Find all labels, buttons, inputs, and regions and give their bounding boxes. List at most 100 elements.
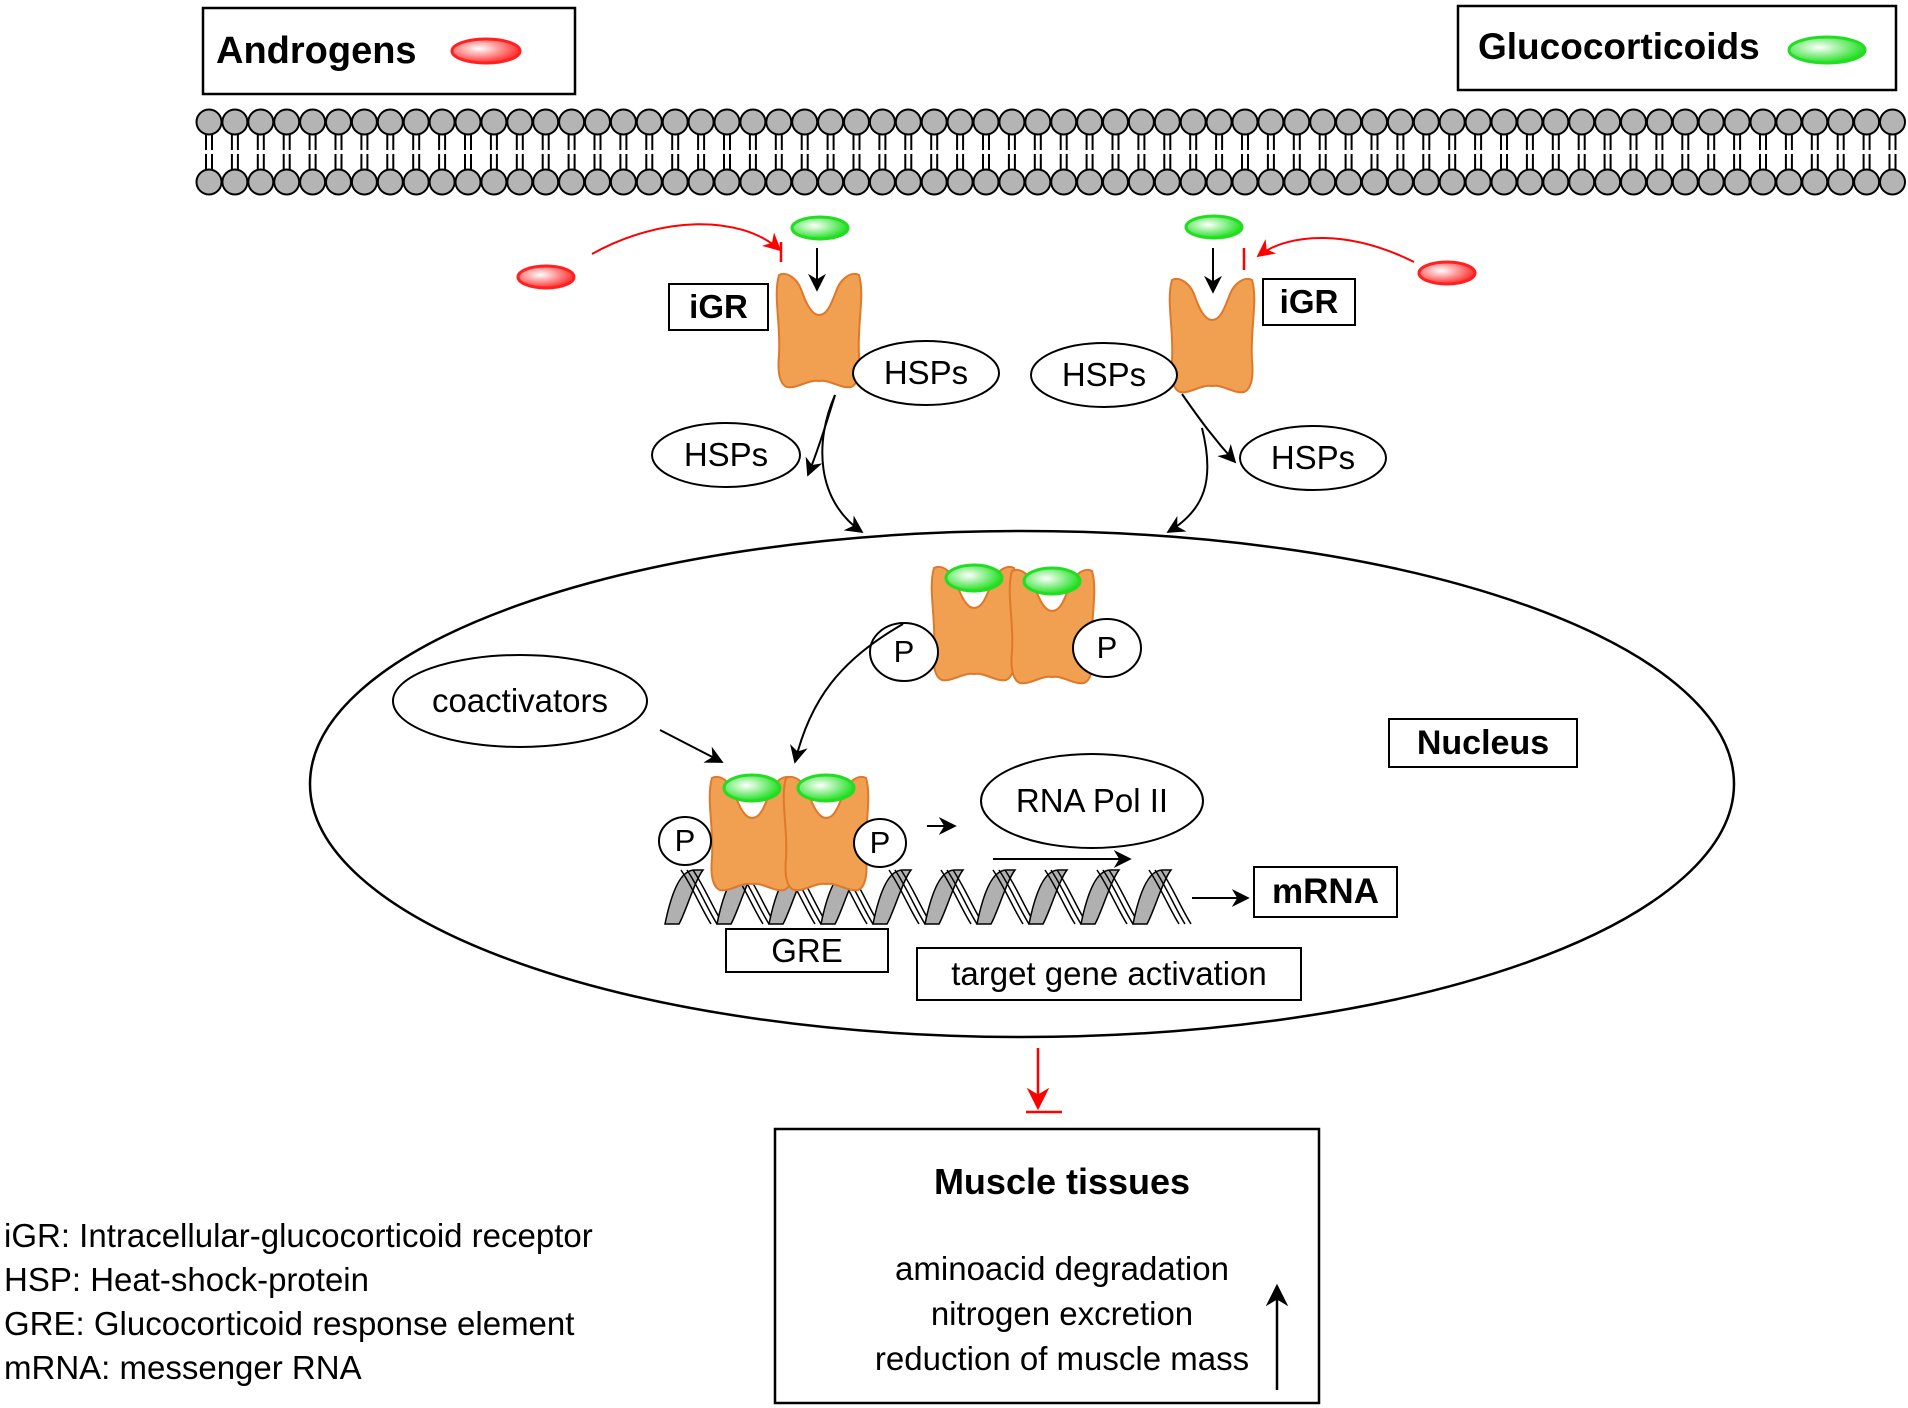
- lipid-head: [946, 168, 974, 196]
- muscle-effect: nitrogen excretion: [930, 1295, 1194, 1332]
- lipid-head: [428, 108, 456, 136]
- lipid-head: [325, 108, 352, 136]
- dna-strand: [946, 869, 978, 925]
- lipid-head: [1361, 168, 1388, 196]
- lipid-head: [1879, 168, 1906, 196]
- lipid-head: [817, 168, 845, 196]
- inhibition-arc: [1256, 237, 1415, 263]
- glucocorticoid-molecule-icon: [1184, 214, 1244, 240]
- dna-strand: [1132, 869, 1173, 925]
- receptor-icon: [775, 272, 863, 389]
- lipid-head: [506, 168, 534, 196]
- dna-strand: [998, 869, 1030, 925]
- androgen-molecule-icon: [1417, 260, 1477, 286]
- lipid-head: [1594, 108, 1622, 136]
- lipid-head: [1853, 168, 1881, 196]
- target-gene-label: target gene activation: [951, 955, 1267, 992]
- glucocorticoid-molecule-icon: [1787, 35, 1867, 65]
- abbreviation-item: GRE: Glucocorticoid response element: [4, 1305, 575, 1342]
- receptor-dimer-upper: [790, 563, 1142, 764]
- lipid-head: [584, 168, 611, 196]
- gre-label: GRE: [771, 931, 843, 969]
- lipid-head: [1231, 168, 1259, 196]
- nucleus-label: Nucleus: [1416, 723, 1550, 762]
- lipid-head: [1568, 108, 1596, 136]
- abbreviation-item: mRNA: messenger RNA: [4, 1349, 362, 1386]
- lipid-head: [972, 168, 1000, 196]
- lipid-head: [635, 168, 663, 196]
- lipid-head: [1153, 168, 1181, 196]
- lipid-head: [584, 108, 611, 136]
- lipid-head: [1127, 108, 1155, 136]
- lipid-head: [299, 168, 327, 196]
- lipid-head: [1620, 108, 1647, 136]
- lipid-head: [1645, 168, 1673, 196]
- igr-label-right: iGR: [1279, 283, 1339, 320]
- lipid-head: [1438, 108, 1466, 136]
- dna-strand: [664, 869, 705, 925]
- left-receptor-group: [516, 215, 1000, 534]
- lipid-head: [1102, 168, 1129, 196]
- lipid-head: [765, 168, 793, 196]
- dna-strand: [924, 869, 965, 925]
- lipid-head: [687, 108, 715, 136]
- lipid-head: [843, 168, 870, 196]
- lipid-head: [1879, 108, 1906, 136]
- lipid-head: [376, 108, 404, 136]
- igr-label-left: iGR: [689, 288, 748, 325]
- lipid-head: [609, 108, 637, 136]
- lipid-head: [454, 108, 482, 136]
- hsp-released-right: HSPs: [1270, 439, 1356, 476]
- dna-strand: [1028, 869, 1069, 925]
- lipid-head: [1620, 168, 1647, 196]
- lipid-head: [1361, 108, 1388, 136]
- glucocorticoids-legend: [1456, 4, 1898, 92]
- androgen-molecule-icon: [516, 264, 576, 290]
- lipid-head: [558, 168, 586, 196]
- lipid-head: [1024, 108, 1052, 136]
- lipid-head: [480, 108, 508, 136]
- lipid-head: [868, 108, 896, 136]
- lipid-head: [1386, 168, 1414, 196]
- lipid-head: [1127, 168, 1155, 196]
- lipid-head: [1542, 108, 1570, 136]
- lipid-head: [1283, 108, 1311, 136]
- lipid-head: [1749, 108, 1777, 136]
- muscle-effect: aminoacid degradation: [895, 1250, 1229, 1287]
- lipid-head: [635, 108, 663, 136]
- lipid-head: [998, 168, 1026, 196]
- lipid-head: [1205, 168, 1233, 196]
- lipid-head: [1179, 108, 1207, 136]
- lipid-head: [713, 108, 741, 136]
- androgens-legend: [201, 6, 577, 96]
- lipid-head: [532, 108, 560, 136]
- lipid-head: [1801, 108, 1829, 136]
- lipid-head: [1283, 168, 1311, 196]
- lipid-head: [350, 168, 378, 196]
- lipid-head: [350, 108, 378, 136]
- lipid-head: [791, 168, 819, 196]
- lipid-head: [687, 168, 715, 196]
- lipid-head: [195, 108, 223, 136]
- lipid-head: [1749, 168, 1777, 196]
- lipid-head: [972, 108, 1000, 136]
- lipid-head: [532, 168, 560, 196]
- lipid-head: [480, 168, 508, 196]
- lipid-head: [1386, 108, 1414, 136]
- lipid-head: [402, 168, 430, 196]
- dna-strand: [1080, 869, 1121, 925]
- hsp-released-left: HSPs: [683, 436, 769, 473]
- lipid-head: [739, 168, 767, 196]
- dna-strand: [1102, 869, 1134, 925]
- lipid-head: [661, 108, 689, 136]
- dna-strand: [686, 869, 718, 925]
- lipid-head: [1490, 108, 1518, 136]
- dna-strand: [1096, 869, 1128, 925]
- lipid-head: [299, 108, 327, 136]
- lipid-head: [1827, 108, 1855, 136]
- lipid-head: [1594, 168, 1622, 196]
- receptor-dimer-bound: [658, 773, 957, 892]
- coactivators-label: coactivators: [431, 682, 609, 719]
- lipid-head: [1671, 168, 1699, 196]
